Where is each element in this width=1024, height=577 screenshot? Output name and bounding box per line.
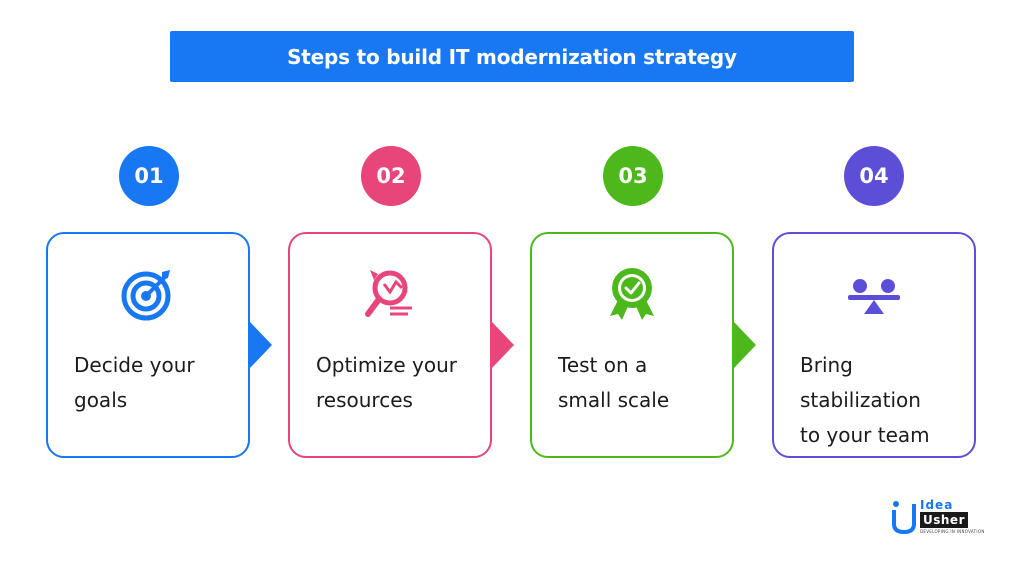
logo-tagline: DEVELOPING IN INNOVATION (920, 529, 985, 534)
page-title: Steps to build IT modernization strategy (287, 44, 737, 69)
step-number-3: 03 (603, 146, 663, 206)
step-label-1: Decide your goals (74, 353, 195, 412)
arrow-1-to-2 (250, 322, 272, 368)
award-badge-icon (602, 264, 662, 324)
logo-mark-icon (892, 501, 916, 534)
step-number-4: 04 (844, 146, 904, 206)
step-label-4: Bring stabilization to your team (800, 353, 930, 447)
idea-usher-logo: Idea Usher DEVELOPING IN INNOVATION (892, 498, 984, 536)
logo-text-idea: Idea (920, 498, 954, 512)
step-label-3: Test on a small scale (558, 353, 670, 412)
step-card-3: Test on a small scale (530, 232, 734, 458)
step-label-2: Optimize your resources (316, 353, 458, 412)
step-card-2: Optimize your resources (288, 232, 492, 458)
title-banner: Steps to build IT modernization strategy (170, 31, 854, 82)
step-number-2: 02 (361, 146, 421, 206)
arrow-2-to-3 (492, 322, 514, 368)
arrow-3-to-4 (734, 322, 756, 368)
logo-text-usher: Usher (920, 512, 968, 528)
target-icon (118, 264, 178, 324)
step-card-1: Decide your goals (46, 232, 250, 458)
resource-optimize-icon (360, 264, 420, 324)
step-card-4: Bring stabilization to your team (772, 232, 976, 458)
step-number-1: 01 (119, 146, 179, 206)
balance-icon (844, 264, 904, 324)
